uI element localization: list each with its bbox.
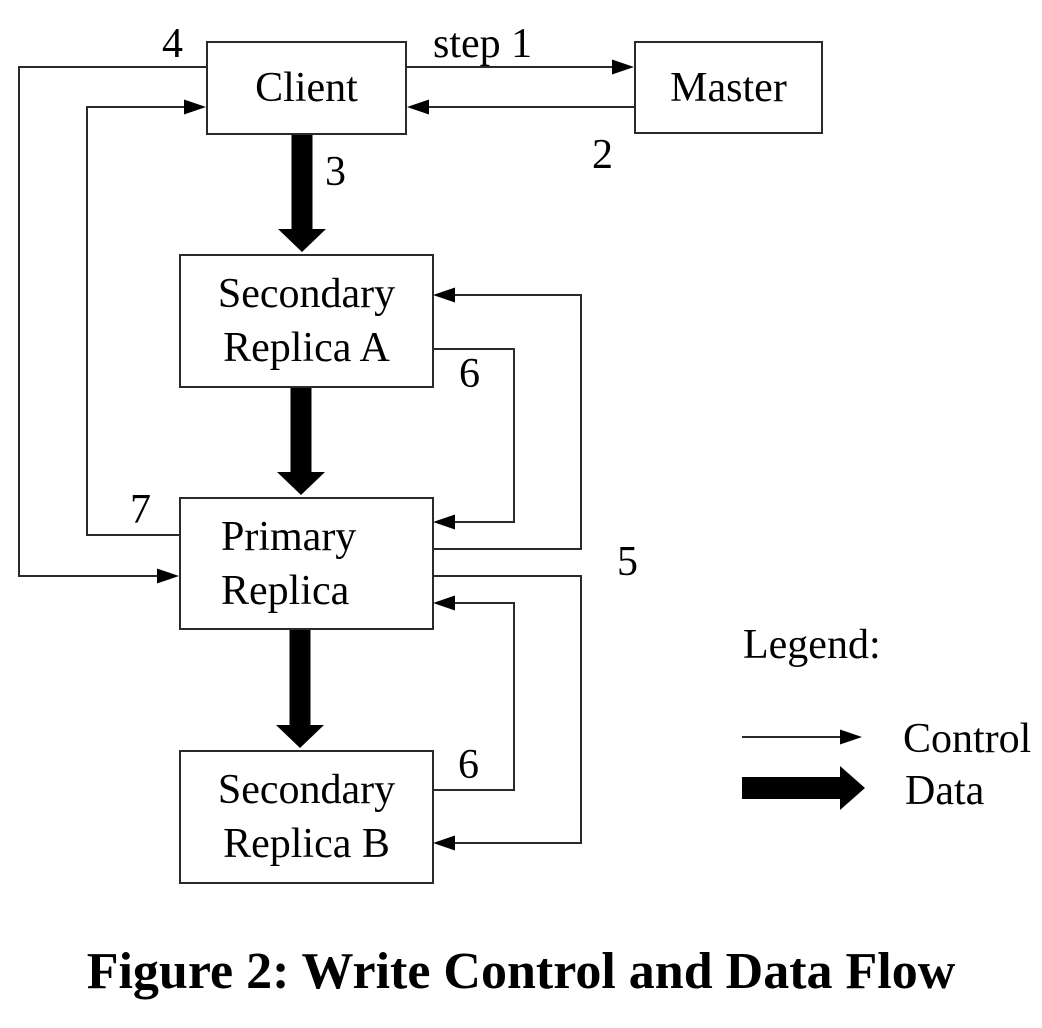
arrowhead-step6-from-a-icon bbox=[433, 514, 455, 530]
arrowhead-step5-to-a-icon bbox=[433, 287, 455, 303]
arrowhead-step4-icon bbox=[157, 568, 179, 584]
node-master-label: Master bbox=[670, 64, 787, 111]
legend-thick-arrow-right-icon bbox=[742, 766, 865, 810]
edge-label-step1: step 1 bbox=[433, 21, 533, 67]
edge-step6-from-a-control-line bbox=[433, 348, 515, 523]
node-secondary-replica-a: Secondary Replica A bbox=[179, 254, 434, 388]
node-primary-replica-label-line2: Replica bbox=[221, 567, 350, 614]
legend-data-label: Data bbox=[905, 768, 985, 814]
edge-label-step3: 3 bbox=[325, 149, 346, 195]
node-secondary-replica-b: Secondary Replica B bbox=[179, 750, 434, 884]
edge-label-step2: 2 bbox=[592, 132, 613, 178]
arrowhead-step5-to-b-icon bbox=[433, 835, 455, 851]
arrowhead-step6-from-b-icon bbox=[433, 595, 455, 611]
node-primary-replica: Primary Replica bbox=[179, 497, 434, 630]
edge-step5-to-a-control-line bbox=[433, 294, 582, 550]
legend-title: Legend: bbox=[743, 622, 881, 668]
edge-label-step7: 7 bbox=[130, 487, 151, 533]
arrowhead-step2-icon bbox=[407, 99, 429, 115]
edge-label-step6-lower: 6 bbox=[458, 742, 479, 788]
edge-step5-to-b-control-line bbox=[433, 575, 582, 844]
node-secondary-replica-a-label-line1: Secondary bbox=[217, 271, 396, 317]
edge-label-step4: 4 bbox=[162, 21, 183, 67]
figure-caption: Figure 2: Write Control and Data Flow bbox=[86, 943, 956, 1000]
edge-label-step5: 5 bbox=[617, 539, 638, 585]
edge-label-step6-upper: 6 bbox=[459, 351, 480, 397]
node-master: Master bbox=[634, 41, 823, 134]
node-client-label: Client bbox=[255, 65, 358, 111]
data-arrow-client-to-secondary-a bbox=[278, 134, 326, 252]
node-client: Client bbox=[206, 41, 407, 135]
node-secondary-replica-a-label-line2: Replica A bbox=[223, 325, 390, 371]
legend-thin-arrow-right-icon bbox=[840, 729, 862, 745]
node-secondary-replica-b-label-line1: Secondary bbox=[217, 767, 396, 813]
arrowhead-step7-icon bbox=[184, 99, 206, 115]
node-primary-replica-label-line1: Primary bbox=[221, 513, 357, 560]
data-arrow-primary-to-secondary-b bbox=[276, 630, 324, 748]
data-arrow-secondary-a-to-primary bbox=[277, 388, 325, 495]
arrowhead-step1-icon bbox=[612, 59, 634, 75]
node-secondary-replica-b-label-line2: Replica B bbox=[223, 821, 390, 867]
edge-step6-from-b-control-line bbox=[433, 602, 515, 791]
edge-step7-control-line bbox=[86, 106, 186, 536]
legend-control-label: Control bbox=[903, 716, 1032, 762]
edge-step4-control-line bbox=[18, 66, 206, 577]
